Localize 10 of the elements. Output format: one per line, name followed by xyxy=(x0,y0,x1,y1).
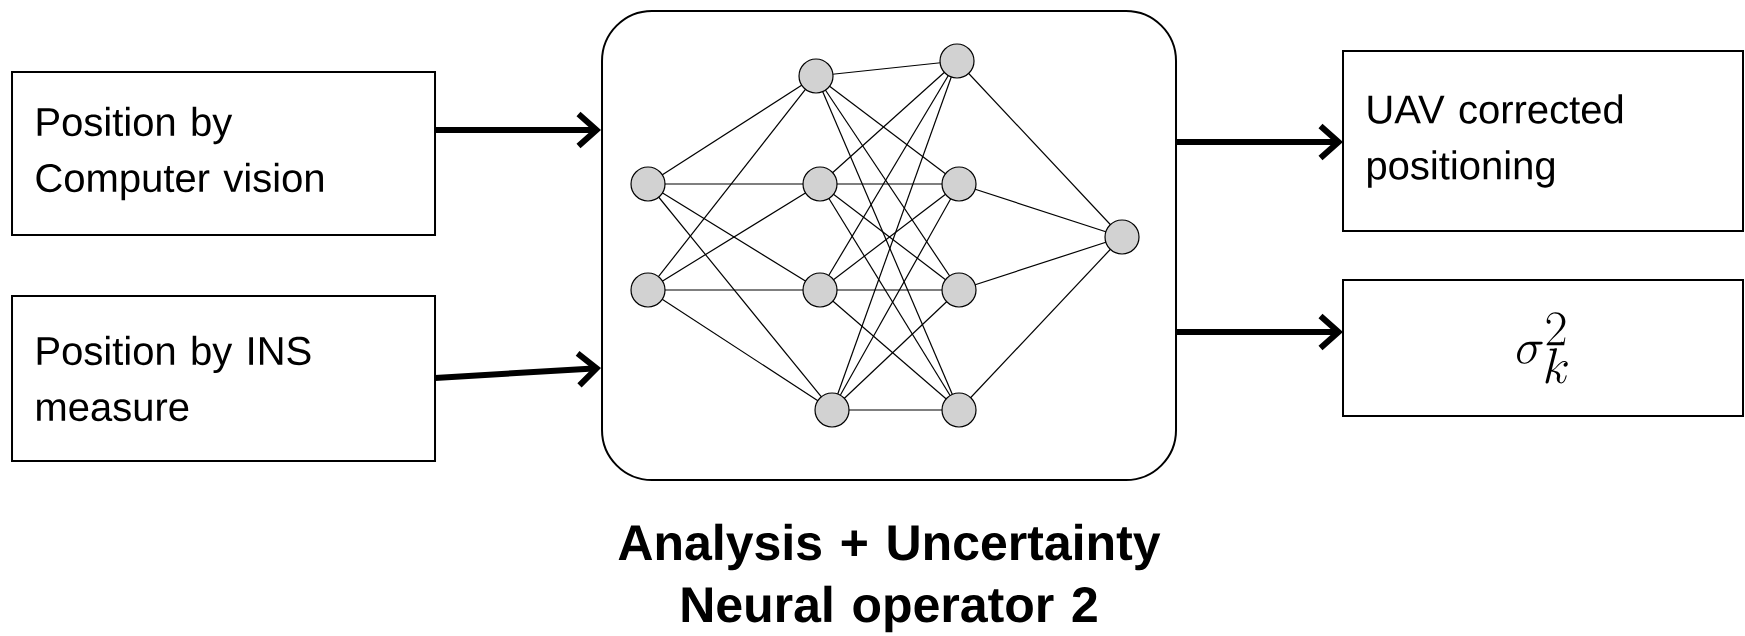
text-box: $\sigma_k^2$ xyxy=(1342,279,1744,417)
text-box: Position by INS measure xyxy=(11,295,436,462)
text-box: UAV corrected positioning xyxy=(1342,50,1744,232)
arrow xyxy=(1177,123,1343,161)
network-box xyxy=(601,10,1177,481)
arrow xyxy=(435,111,601,149)
node-label: Analysis + Uncertainty Neural operator 2 xyxy=(618,523,1161,633)
text-box: Position by Computer vision xyxy=(11,71,436,236)
arrow xyxy=(1177,313,1343,351)
arrow xyxy=(434,351,601,388)
